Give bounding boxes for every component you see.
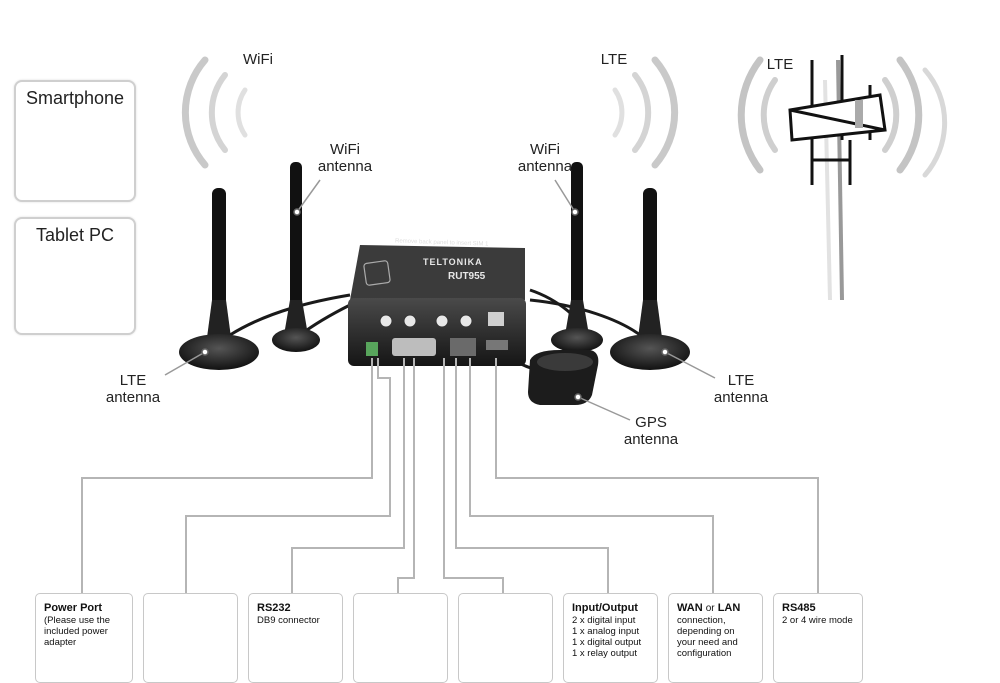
router-model: RUT955 [448, 271, 486, 282]
wan-lan-title: WAN or LAN [677, 602, 741, 614]
cell-tower [788, 55, 887, 301]
wifi-antenna-right-graphic [551, 162, 603, 352]
gps-antenna-graphic [528, 350, 599, 405]
tablet-card: Tablet PC [14, 217, 136, 335]
tablet-label: Tablet PC [35, 225, 115, 245]
lte-tower-signal-label: LTE [766, 56, 794, 73]
wifi-signal-arcs [181, 56, 248, 169]
wifi-signal-label: WiFi [243, 51, 273, 68]
router-graphic [348, 245, 526, 366]
smartphone-card: Smartphone [14, 80, 136, 202]
io-title: Input/Output [572, 602, 638, 614]
rs232-title: RS232 [257, 602, 291, 614]
port-box-computer-1 [143, 593, 238, 683]
port-box-rs232: RS232 DB9 connector [248, 593, 343, 683]
lte-router-signal-arcs [612, 56, 679, 169]
wifi-antenna-left-graphic [272, 162, 320, 352]
lte-antenna-left-graphic [179, 188, 259, 370]
power-port-title: Power Port [44, 602, 103, 614]
lte-tower-signal-arcs [737, 56, 948, 178]
port-connection-lines [81, 358, 819, 593]
port-box-rs485: RS485 2 or 4 wire mode [773, 593, 863, 683]
port-box-wan-lan: WAN or LAN connection,depending on your … [668, 593, 763, 683]
smartphone-label: Smartphone [25, 88, 125, 108]
router-brand: TELTONIKA [423, 257, 483, 267]
lte-antenna-right-graphic [610, 188, 690, 370]
lte-router-signal-label: LTE [600, 51, 628, 68]
rs485-title: RS485 [782, 602, 816, 614]
port-box-computer-3 [458, 593, 553, 683]
port-box-computer-2 [353, 593, 448, 683]
antenna-leader-lines [164, 179, 716, 421]
